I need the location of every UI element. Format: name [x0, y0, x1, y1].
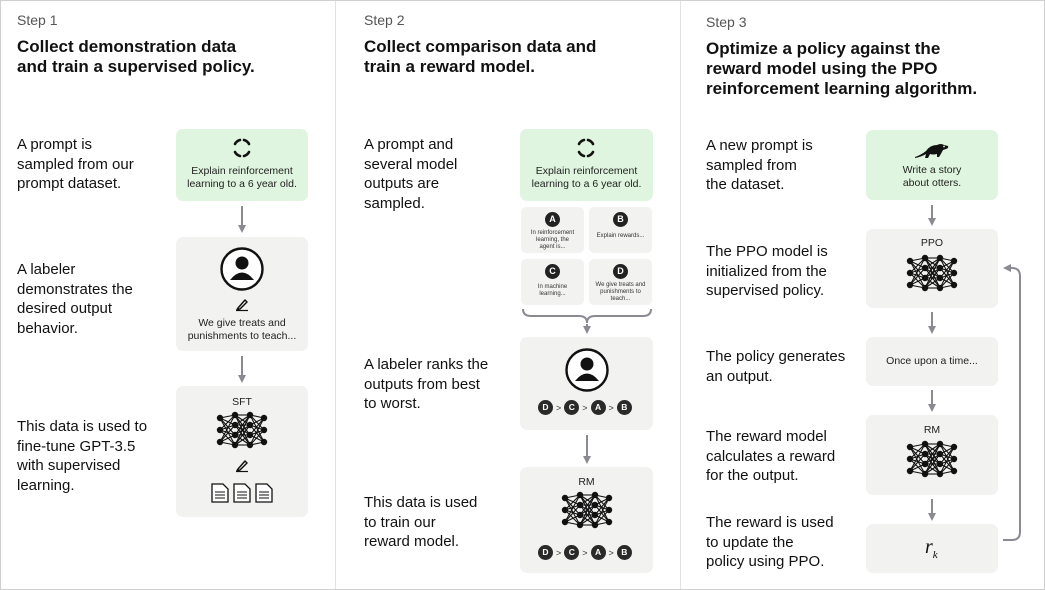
ranking-row: D> C> A> B: [538, 545, 632, 560]
step-2-label: Step 2: [364, 12, 405, 28]
step-2-title: Collect comparison data and train a rewa…: [364, 37, 597, 76]
neural-network-icon: [906, 440, 958, 478]
sft-model-label: SFT: [232, 396, 252, 408]
step-2-rm-box: RM D> C> A> B: [520, 467, 653, 573]
policy-output-text: Once upon a time...: [886, 355, 978, 367]
step-3-reward-box: rk: [866, 524, 998, 573]
neural-network-icon: [216, 411, 268, 449]
step-3-output-box: Once upon a time...: [866, 337, 998, 386]
pencil-icon: [236, 460, 248, 473]
person-icon: [565, 348, 609, 392]
document-icon: [211, 483, 273, 503]
rm-model-label: RM: [578, 476, 595, 488]
person-icon: [220, 247, 264, 291]
pencil-icon: [236, 299, 248, 312]
recycle-icon: [233, 138, 251, 158]
step-1-title: Collect demonstration data and train a s…: [17, 37, 255, 76]
ranking-row: D> C> A> B: [538, 400, 632, 415]
step-1-sft-box: SFT: [176, 386, 308, 517]
rm-label: RM: [923, 424, 941, 436]
column-divider: [680, 1, 681, 589]
reward-symbol: rk: [925, 536, 938, 561]
step-3-title: Optimize a policy against the reward mod…: [706, 39, 978, 98]
column-divider: [335, 1, 336, 589]
ppo-model-label: PPO: [920, 237, 944, 249]
otter-icon: [915, 144, 949, 158]
step-1-label: Step 1: [17, 12, 58, 28]
neural-network-icon: [906, 254, 958, 292]
neural-network-icon: [561, 491, 613, 529]
recycle-icon: [577, 138, 595, 158]
step-3-rm-box: RM: [866, 415, 998, 495]
output-card-b: B Explain rewards...: [589, 207, 652, 253]
step-3-ppo-box: PPO: [866, 229, 998, 308]
step-3-label: Step 3: [706, 14, 747, 30]
step-2-labeler-box: D> C> A> B: [520, 337, 653, 430]
